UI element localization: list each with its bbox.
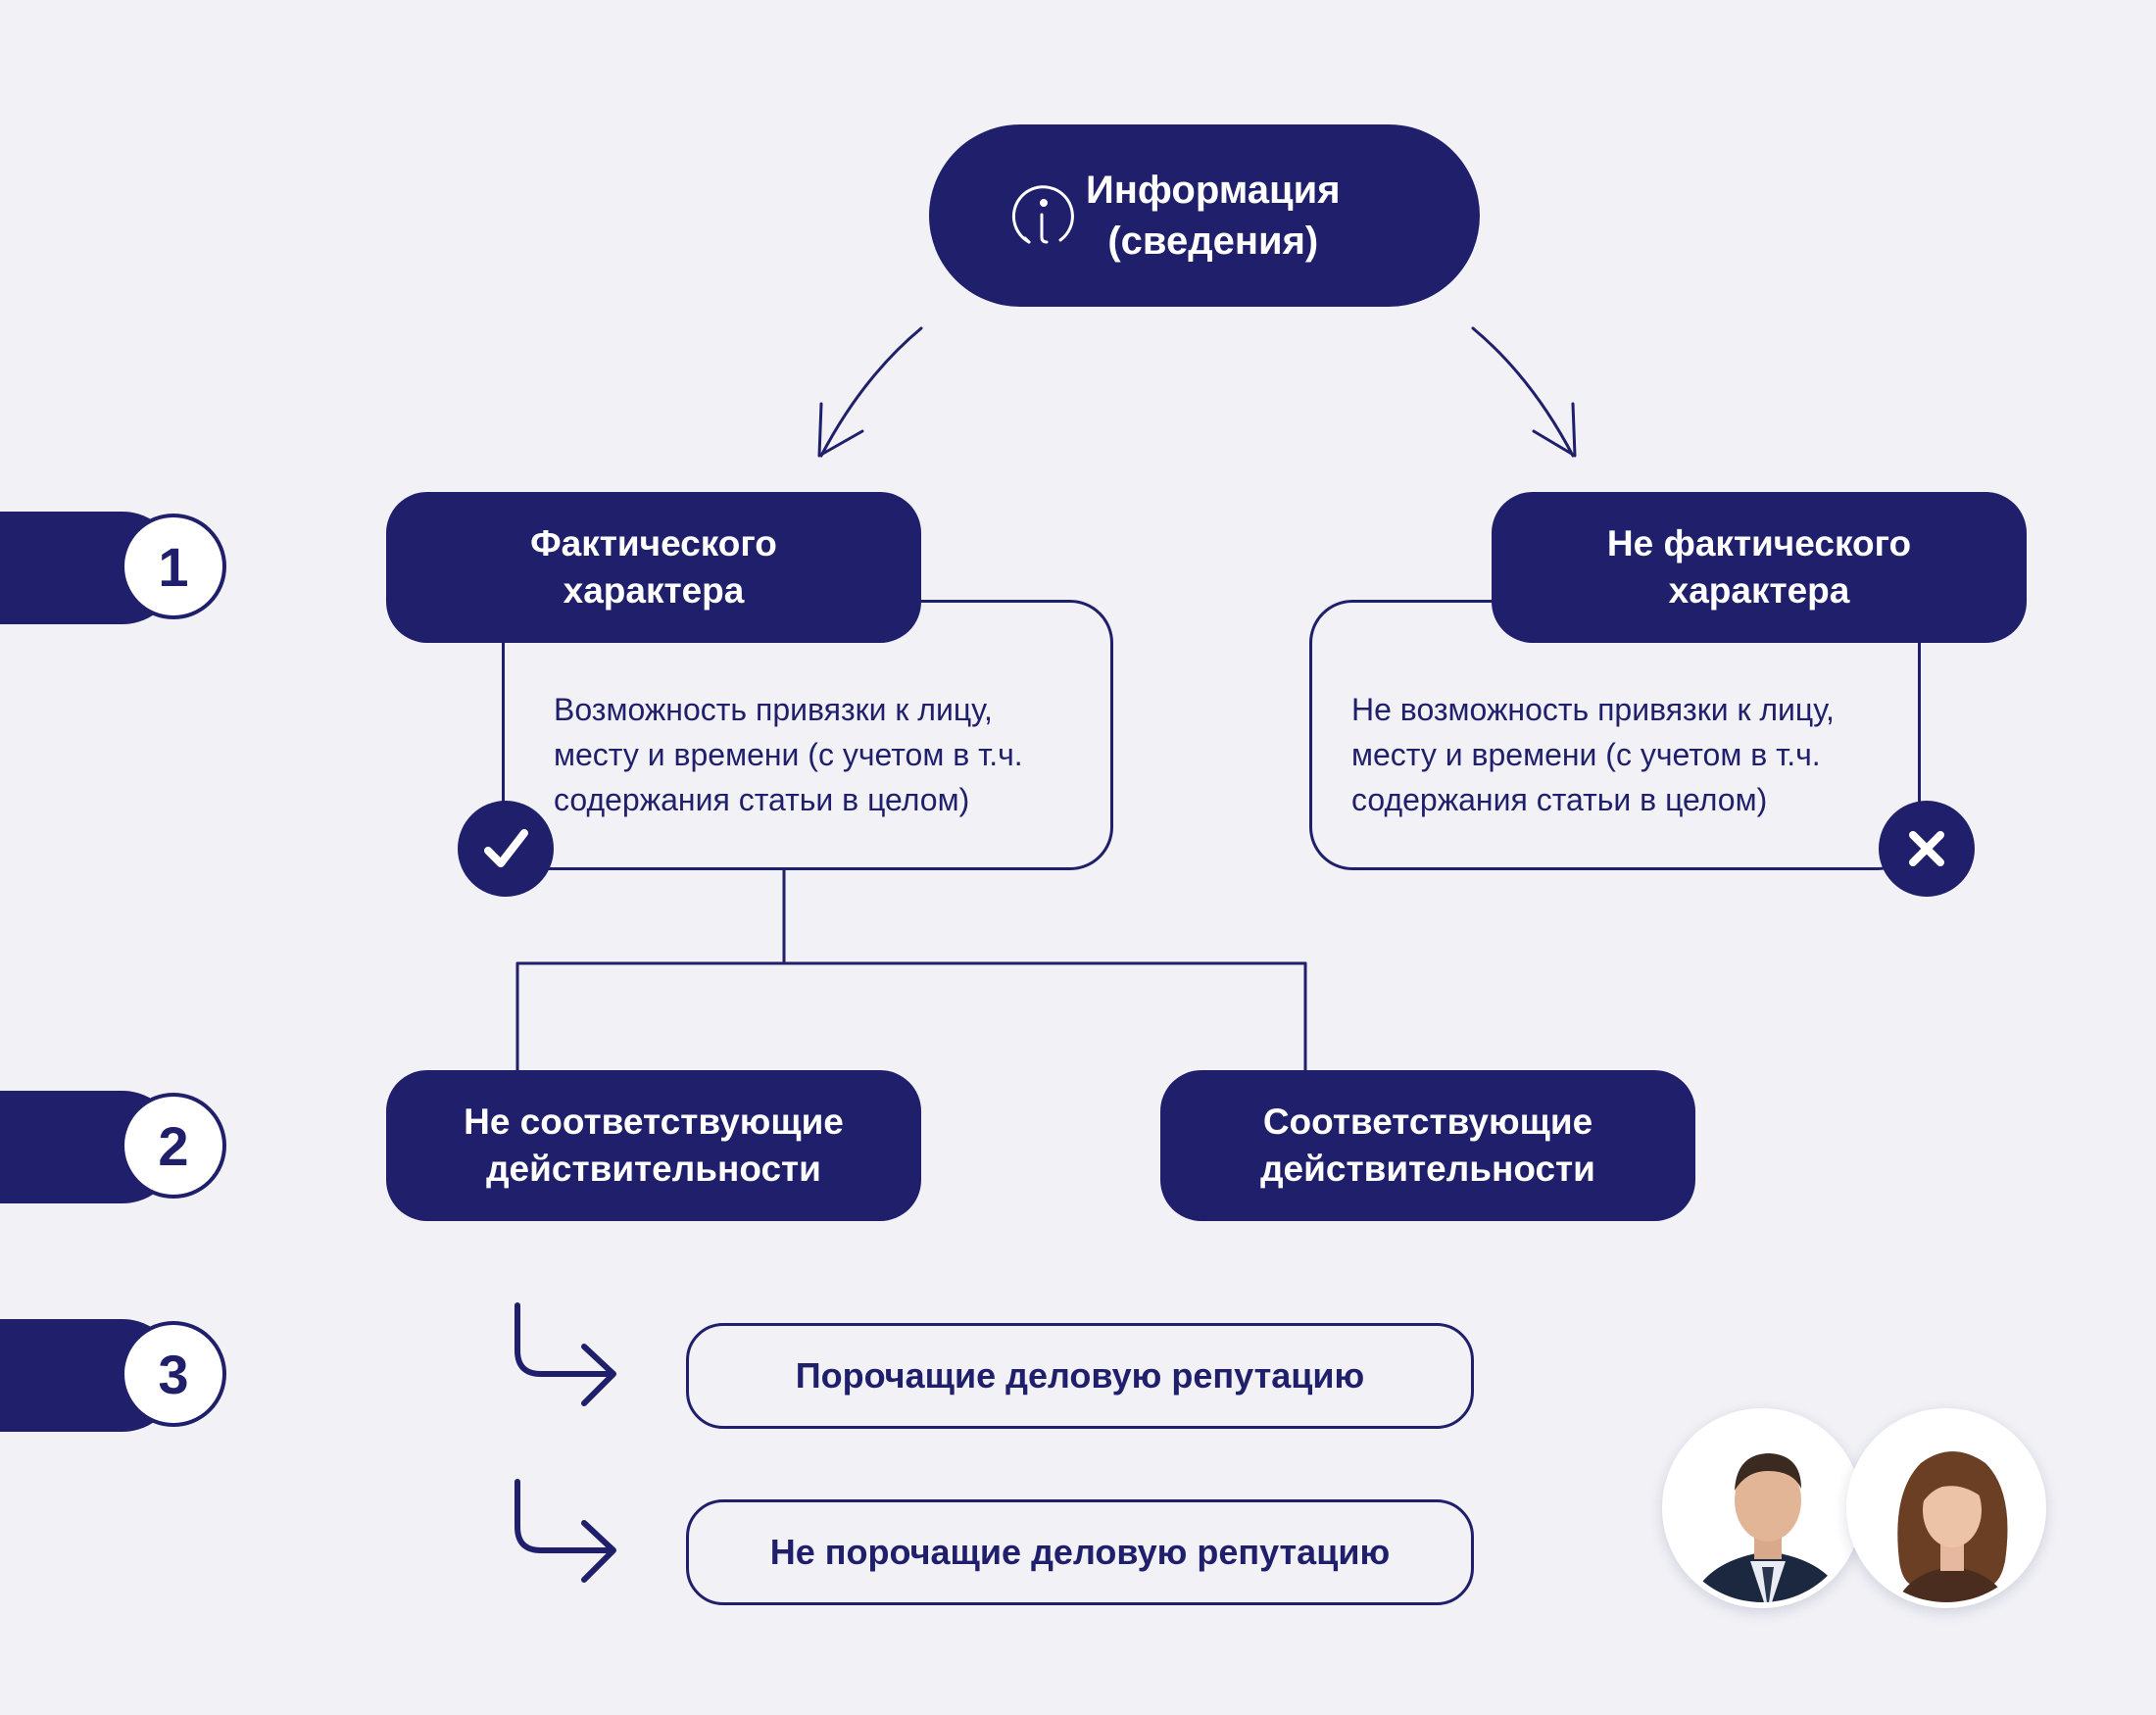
nondefaming-node: Не порочащие деловую репутацию — [686, 1499, 1474, 1605]
nonfactual-description-box: Не возможность привязки к лицу, месту и … — [1309, 600, 1921, 870]
arrow-right-head — [1532, 402, 1577, 458]
arrow-right-curved — [1471, 326, 1575, 458]
cross-badge — [1879, 801, 1975, 897]
defaming-node: Порочащие деловую репутацию — [686, 1323, 1474, 1429]
avatar-woman — [1846, 1408, 2046, 1608]
level-number-1: 1 — [121, 514, 226, 619]
info-icon — [1011, 185, 1074, 244]
true-node: Соответствующие действительности — [1160, 1070, 1695, 1221]
arrow-left-head — [817, 402, 864, 458]
turn-right-arrow-icon — [514, 1302, 616, 1406]
turn-right-arrow-icon — [514, 1479, 616, 1583]
root-label: Информация (сведения) — [1086, 169, 1341, 263]
level-number-3: 3 — [121, 1321, 226, 1427]
check-badge — [458, 801, 554, 897]
arrow-left-curved — [819, 326, 923, 458]
man-portrait — [1668, 1414, 1856, 1602]
cross-icon — [1909, 831, 1944, 866]
level-number-2: 2 — [121, 1093, 226, 1199]
root-node: Информация (сведения) — [929, 124, 1480, 307]
factual-description-box: Возможность привязки к лицу, месту и вре… — [502, 600, 1113, 870]
untrue-node: Не соответствующие действительности — [386, 1070, 921, 1221]
avatar-man — [1662, 1408, 1862, 1608]
woman-portrait — [1852, 1414, 2040, 1602]
nonfactual-node: Не фактического характера — [1492, 492, 2027, 643]
check-icon — [484, 829, 528, 867]
factual-node: Фактического характера — [386, 492, 921, 643]
